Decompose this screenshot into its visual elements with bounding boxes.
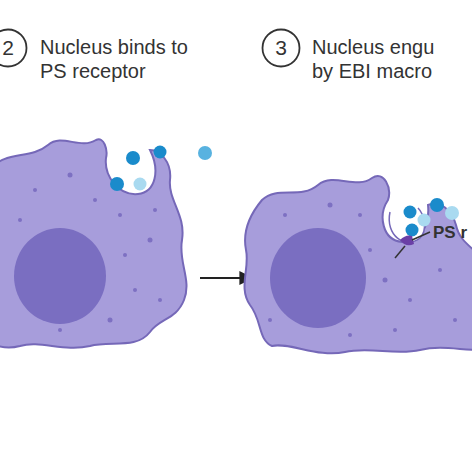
ps-receptor <box>400 236 414 246</box>
step-number-text: 2 <box>0 28 28 68</box>
step-number: 3 <box>261 28 301 68</box>
step-caption: Nucleus binds to PS receptor <box>40 35 202 83</box>
cell-nucleus <box>270 228 366 328</box>
cell-granules <box>268 203 457 338</box>
step-number: 2 <box>0 28 28 68</box>
step-caption: Nucleus engu by EBI macro <box>312 35 454 83</box>
step-number-text: 3 <box>261 28 301 68</box>
leader-line <box>412 232 430 240</box>
cell-granules <box>18 173 162 333</box>
ebi-macrophage-cell <box>245 176 472 353</box>
cell-nucleus <box>14 228 106 324</box>
macrophage-cell <box>0 139 187 347</box>
nucleus-fragments <box>110 146 212 192</box>
part-label: PS r <box>433 221 472 245</box>
leader-line <box>395 246 405 258</box>
